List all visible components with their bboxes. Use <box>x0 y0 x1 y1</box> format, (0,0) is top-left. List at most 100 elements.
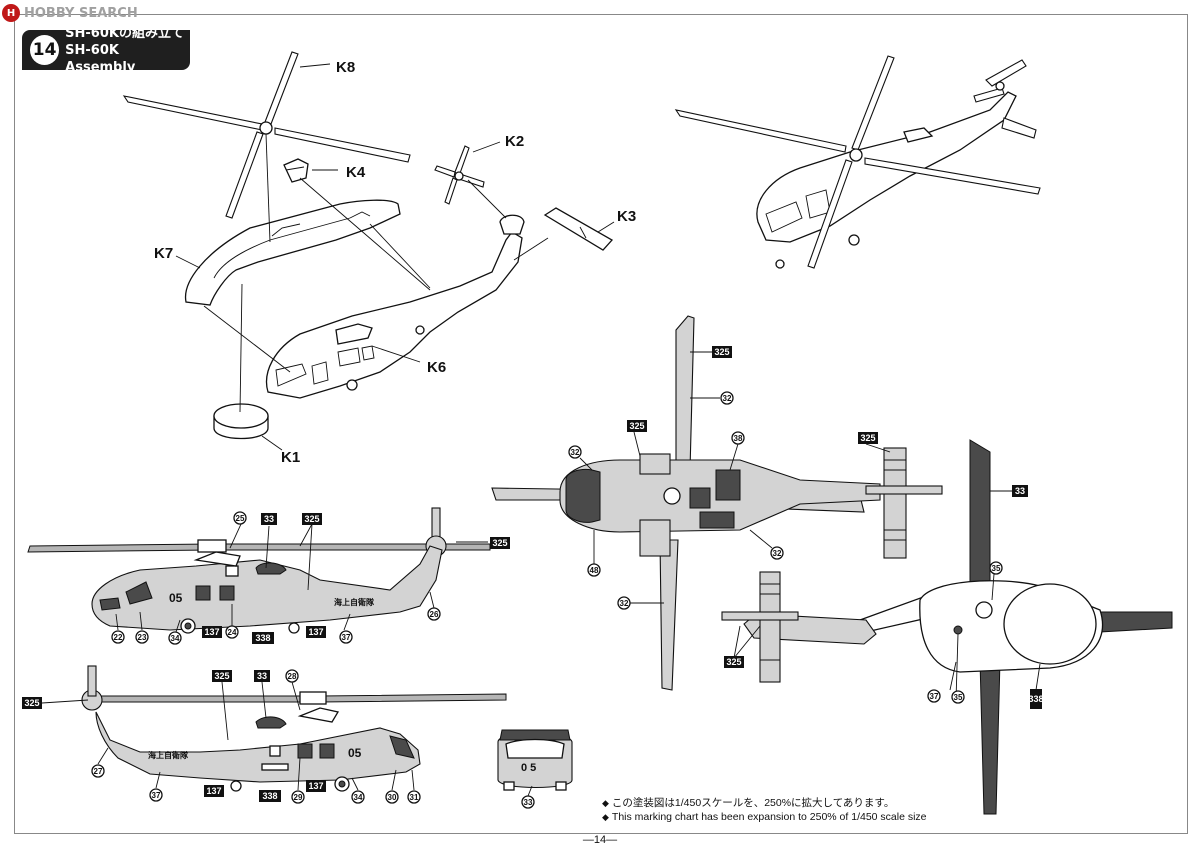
callout-325-frontview: 325 <box>724 656 744 668</box>
callout-48: 48 <box>587 563 601 577</box>
stabilizer-k3 <box>543 207 615 251</box>
svg-text:338: 338 <box>262 791 277 801</box>
callout-28: 28 <box>285 669 299 683</box>
svg-text:33: 33 <box>257 671 267 681</box>
callout-23: 23 <box>135 630 149 644</box>
kanji-marking-left: 海上自衛隊 <box>334 597 375 607</box>
svg-text:325: 325 <box>214 671 229 681</box>
watermark: H HOBBY SEARCH <box>2 2 138 24</box>
svg-text:33: 33 <box>1015 486 1025 496</box>
callout-32-b: 32 <box>568 445 582 459</box>
kanji-marking-right: 海上自衛隊 <box>148 750 189 760</box>
svg-text:325: 325 <box>860 433 875 443</box>
svg-text:338: 338 <box>255 633 270 643</box>
svg-text:32: 32 <box>571 448 580 457</box>
callout-325-right-a: 325 <box>22 697 42 709</box>
front-number: 0 5 <box>521 762 536 774</box>
callout-338-left: 338 <box>252 632 274 644</box>
callout-33-frontview: 33 <box>1012 485 1028 497</box>
callout-30: 30 <box>385 790 399 804</box>
svg-text:35: 35 <box>992 564 1001 573</box>
svg-text:325: 325 <box>726 657 741 667</box>
main-rotor-k8 <box>122 51 411 219</box>
callout-325-left-b: 325 <box>490 537 510 549</box>
callout-35-b: 35 <box>951 690 965 704</box>
marking-chart-note: この塗装図は1/450スケールを、250%に拡大してあります。 This mar… <box>602 796 927 824</box>
part-k1 <box>213 403 283 451</box>
svg-text:31: 31 <box>410 793 419 802</box>
callout-137-left-a: 137 <box>202 626 222 638</box>
callout-33-nose: 33 <box>521 795 535 809</box>
callout-325-topview-b: 325 <box>627 420 647 432</box>
watermark-text: HOBBY SEARCH <box>24 5 138 21</box>
label-k3: K3 <box>617 208 636 225</box>
callout-32-d: 32 <box>617 596 631 610</box>
callout-37-left: 37 <box>339 630 353 644</box>
svg-text:25: 25 <box>236 514 245 523</box>
label-k1: K1 <box>281 449 300 466</box>
callout-338-right: 338 <box>259 790 281 802</box>
callout-325-left-a: 325 <box>302 513 322 525</box>
label-k2: K2 <box>505 133 524 150</box>
svg-text:137: 137 <box>204 627 219 637</box>
callout-33-left: 33 <box>261 513 277 525</box>
left-side-view: 05 海上自衛隊 <box>27 507 491 634</box>
page-frame <box>14 14 1188 834</box>
callout-29: 29 <box>291 790 305 804</box>
svg-text:33: 33 <box>524 798 533 807</box>
step-number: 14 <box>30 35 60 65</box>
svg-text:137: 137 <box>308 781 323 791</box>
svg-text:24: 24 <box>228 628 237 637</box>
step-title-en: SH-60K Assembly <box>65 42 136 75</box>
svg-text:325: 325 <box>24 698 39 708</box>
callout-37-front: 37 <box>927 689 941 703</box>
nose-front-view: 0 5 <box>497 729 573 797</box>
step-title-jp: SH-60Kの組み立て <box>65 25 184 41</box>
callout-31: 31 <box>407 790 421 804</box>
step-titles: SH-60Kの組み立て SH-60K Assembly <box>65 25 190 76</box>
svg-text:32: 32 <box>773 549 782 558</box>
cowling-k7 <box>175 199 401 306</box>
callout-35-a: 35 <box>989 561 1003 575</box>
callout-325-topview-a: 325 <box>712 346 732 358</box>
svg-text:137: 137 <box>206 786 221 796</box>
svg-text:338: 338 <box>1028 694 1043 704</box>
svg-text:35: 35 <box>954 693 963 702</box>
svg-text:33: 33 <box>264 514 274 524</box>
svg-text:34: 34 <box>171 634 180 643</box>
svg-text:29: 29 <box>294 793 303 802</box>
part-k4 <box>283 158 338 183</box>
callout-137-right-a: 137 <box>204 785 224 797</box>
note-jp: この塗装図は1/450スケールを、250%に拡大してあります。 <box>602 796 927 810</box>
callout-27: 27 <box>91 764 105 778</box>
callout-25: 25 <box>233 511 247 525</box>
svg-text:34: 34 <box>354 793 363 802</box>
callout-34-left: 34 <box>168 631 182 645</box>
svg-text:37: 37 <box>152 791 161 800</box>
label-k8: K8 <box>336 59 355 76</box>
callout-325-topview-c: 325 <box>858 432 878 444</box>
svg-text:137: 137 <box>308 627 323 637</box>
callout-33-right: 33 <box>254 670 270 682</box>
callout-325-right-b: 325 <box>212 670 232 682</box>
svg-text:325: 325 <box>492 538 507 548</box>
page-number: —14— <box>582 834 618 846</box>
side-number-left: 05 <box>169 591 183 605</box>
callout-22: 22 <box>111 630 125 644</box>
svg-text:37: 37 <box>930 692 939 701</box>
callout-32-a: 32 <box>720 391 734 405</box>
label-k6: K6 <box>427 359 446 376</box>
svg-text:30: 30 <box>388 793 397 802</box>
callout-137-right-b: 137 <box>306 780 326 792</box>
callout-338-frontview: 338 <box>1028 689 1044 709</box>
svg-text:26: 26 <box>430 610 439 619</box>
decal-callouts: 325 325 325 33 325 338 33 325 325 137 33… <box>22 346 1044 809</box>
svg-text:325: 325 <box>714 347 729 357</box>
top-view <box>491 315 943 691</box>
guide-lines <box>203 133 549 413</box>
callout-26: 26 <box>427 607 441 621</box>
fuselage-k6 <box>266 214 525 399</box>
svg-text:37: 37 <box>342 633 351 642</box>
front-view <box>721 439 1173 815</box>
